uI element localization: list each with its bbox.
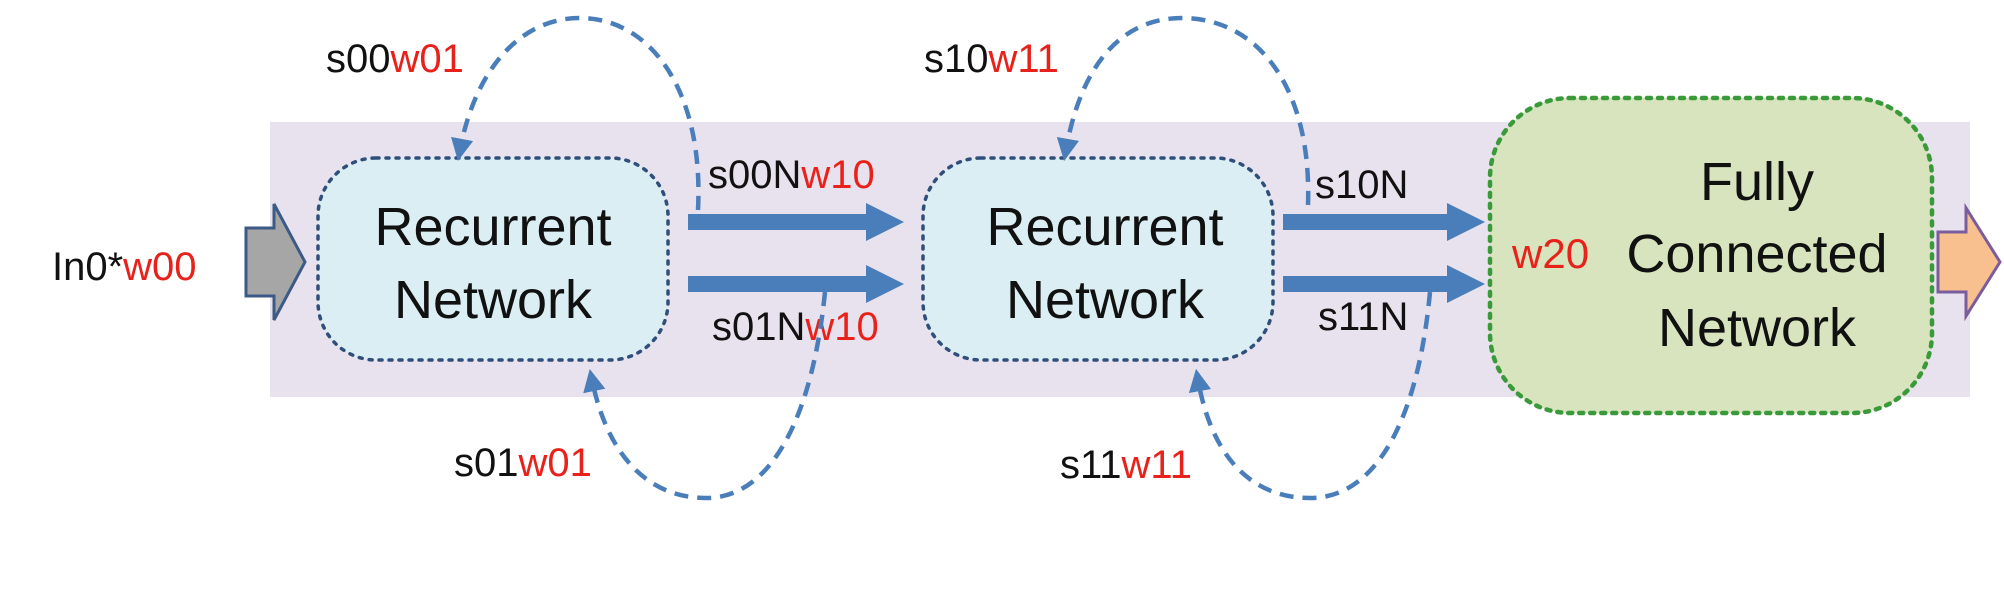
- link-s10N-arrow: [1283, 203, 1485, 241]
- loop-s10-arrow: [1056, 15, 1311, 206]
- output-arrow-icon: [1936, 202, 2002, 322]
- link-s01N-label: s01Nw10: [712, 305, 879, 349]
- loop-s11-arrow: [1188, 291, 1433, 501]
- loop-s00-label: s00w01: [326, 37, 464, 81]
- recurrent-network-1: [316, 156, 670, 362]
- link-s11N-label: s11N: [1318, 295, 1408, 339]
- rnn2-label-line2: Network: [1006, 270, 1205, 330]
- fc-label-line3: Network: [1658, 298, 1857, 358]
- recurrent-network-2: [921, 156, 1275, 362]
- link-s00N-label: s00Nw10: [708, 153, 875, 197]
- rnn1-label-line1: Recurrent: [374, 197, 611, 257]
- loop-s01-label: s01w01: [454, 441, 592, 485]
- fc-label-line1: Fully: [1700, 152, 1814, 212]
- fc-weight-label: w20: [1511, 230, 1589, 277]
- input-label: In0*w00: [52, 245, 197, 289]
- link-s11N-arrow: [1283, 265, 1485, 303]
- rnn1-label-line2: Network: [394, 270, 593, 330]
- fc-label-line2: Connected: [1626, 224, 1887, 284]
- loop-s01-arrow: [583, 291, 828, 501]
- fully-connected-network: [1487, 95, 1935, 416]
- rnn2-label-line1: Recurrent: [986, 197, 1223, 257]
- link-s00N-arrow: [688, 203, 904, 241]
- link-s10N-label: s10N: [1315, 163, 1408, 207]
- link-s01N-arrow: [688, 265, 904, 303]
- input-arrow-icon: [244, 203, 307, 321]
- loop-s11-label: s11w11: [1060, 443, 1192, 487]
- loop-s00-arrow: [451, 15, 701, 211]
- loop-s10-label: s10w11: [924, 37, 1059, 81]
